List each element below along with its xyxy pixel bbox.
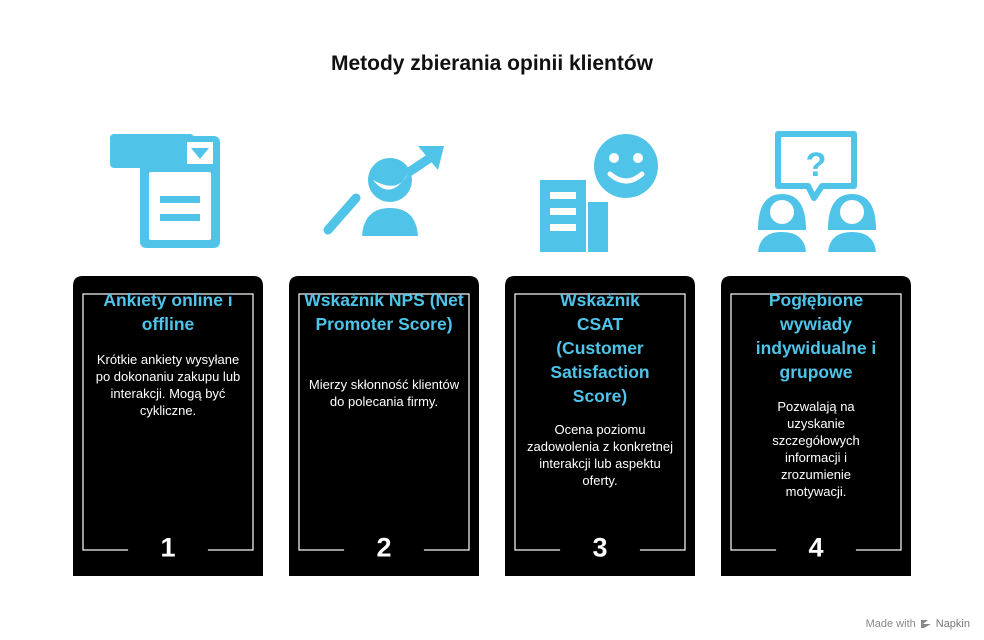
- card-frame: [289, 276, 479, 576]
- page-title: Metody zbierania opinii klientów: [330, 52, 654, 75]
- card-number: 3: [592, 532, 608, 563]
- card-csat: Wskaźnik CSAT (Customer Satisfaction Sco…: [505, 276, 695, 576]
- card-interviews: Pogłębione wywiady indywidualne i grupow…: [721, 276, 911, 576]
- person-growth-arrow-icon: [318, 128, 448, 256]
- made-with-label: Made with: [865, 618, 916, 630]
- card-number: 2: [376, 532, 392, 563]
- card-title: Ankiety online i offline: [103, 290, 233, 334]
- card-description: Mierzy skłonność klientów do polecania f…: [308, 377, 460, 409]
- smiley-bar-chart-icon: [534, 128, 664, 256]
- napkin-brand-label: Napkin: [935, 618, 970, 630]
- footer-credit: Made with Napkin: [866, 618, 970, 630]
- interview-question-icon: ?: [750, 128, 880, 256]
- card-title: Pogłębione wywiady indywidualne i grupow…: [755, 290, 877, 382]
- card-number: 1: [160, 532, 176, 563]
- svg-text:?: ?: [806, 146, 827, 184]
- card-frame: [721, 276, 911, 576]
- card-frame: [505, 276, 695, 576]
- card-online-surveys: Ankiety online i offline Krótkie ankiety…: [73, 276, 263, 576]
- card-title: Wskaźnik NPS (Net Promoter Score): [304, 290, 464, 334]
- card-description: Pozwalają na uzyskanie szczegółowych inf…: [772, 399, 860, 499]
- card-nps: Wskaźnik NPS (Net Promoter Score) Mierzy…: [289, 276, 479, 576]
- card-title: Wskaźnik CSAT (Customer Satisfaction Sco…: [550, 290, 650, 406]
- card-description: Ocena poziomu zadowolenia z konkretnej i…: [527, 422, 673, 488]
- survey-form-icon: [102, 128, 232, 256]
- card-frame: [73, 276, 263, 576]
- card-number: 4: [808, 532, 824, 563]
- napkin-logo-icon: [920, 620, 931, 628]
- card-description: Krótkie ankiety wysyłane po dokonaniu za…: [95, 352, 241, 418]
